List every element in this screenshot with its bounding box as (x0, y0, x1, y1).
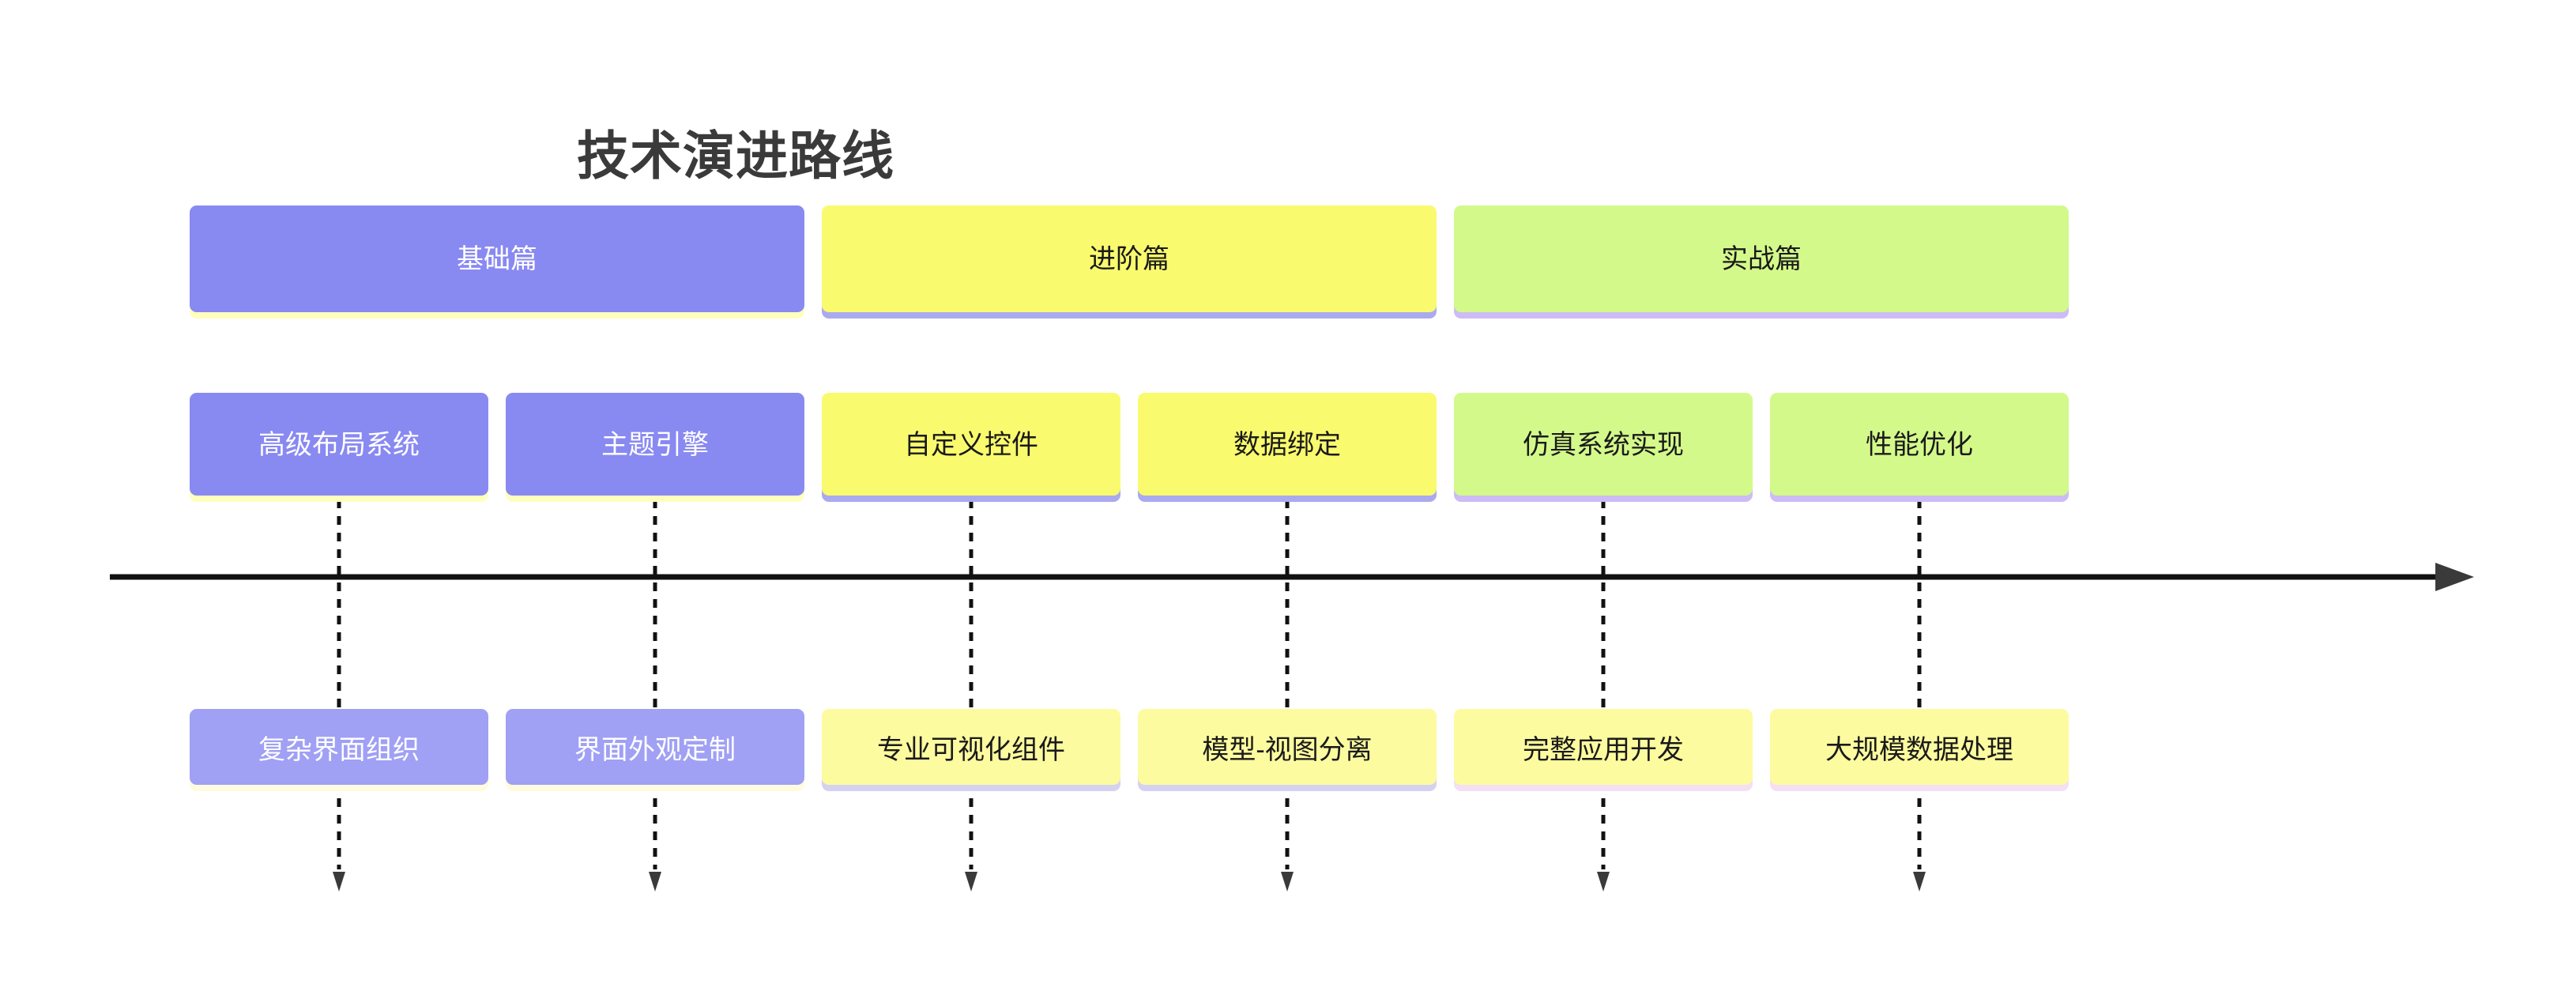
section-header-label: 进阶篇 (1089, 244, 1169, 274)
topic-label: 高级布局系统 (258, 429, 420, 460)
connector-arrowhead-icon (1913, 872, 1926, 892)
outcome-label: 界面外观定制 (574, 734, 736, 765)
outcome-box: 界面外观定制 (506, 709, 804, 785)
connector-arrowhead-icon (1597, 872, 1610, 892)
topic-box: 高级布局系统 (190, 393, 488, 496)
outcome-label: 专业可视化组件 (877, 734, 1065, 765)
section-header-label: 基础篇 (457, 244, 537, 274)
outcome-box: 大规模数据处理 (1770, 709, 2069, 785)
section-header-basic: 基础篇 (190, 205, 804, 312)
page-title: 技术演进路线 (577, 126, 894, 185)
connector-arrowhead-icon (333, 872, 345, 892)
connector-arrowhead-icon (1281, 872, 1294, 892)
topic-label: 数据绑定 (1233, 429, 1341, 460)
outcome-label: 完整应用开发 (1523, 734, 1684, 765)
outcome-box: 完整应用开发 (1454, 709, 1753, 785)
topic-box: 性能优化 (1770, 393, 2069, 496)
topic-box: 仿真系统实现 (1454, 393, 1753, 496)
topic-box: 自定义控件 (822, 393, 1120, 496)
outcome-label: 大规模数据处理 (1825, 734, 2013, 765)
section-header-advanced: 进阶篇 (822, 205, 1437, 312)
connector-arrowhead-icon (649, 872, 661, 892)
topic-label: 自定义控件 (904, 429, 1038, 460)
topic-label: 性能优化 (1866, 429, 1973, 460)
section-header-practice: 实战篇 (1454, 205, 2069, 312)
topic-box: 数据绑定 (1138, 393, 1437, 496)
outcome-box: 复杂界面组织 (190, 709, 488, 785)
outcome-box: 专业可视化组件 (822, 709, 1120, 785)
section-header-label: 实战篇 (1721, 244, 1802, 274)
outcome-label: 模型-视图分离 (1202, 734, 1373, 765)
outcome-label: 复杂界面组织 (258, 734, 420, 765)
timeline-arrowhead-icon (2435, 563, 2474, 591)
topic-box: 主题引擎 (506, 393, 804, 496)
topic-label: 主题引擎 (601, 429, 709, 460)
topic-label: 仿真系统实现 (1523, 429, 1684, 460)
outcome-box: 模型-视图分离 (1138, 709, 1437, 785)
connector-arrowhead-icon (965, 872, 977, 892)
